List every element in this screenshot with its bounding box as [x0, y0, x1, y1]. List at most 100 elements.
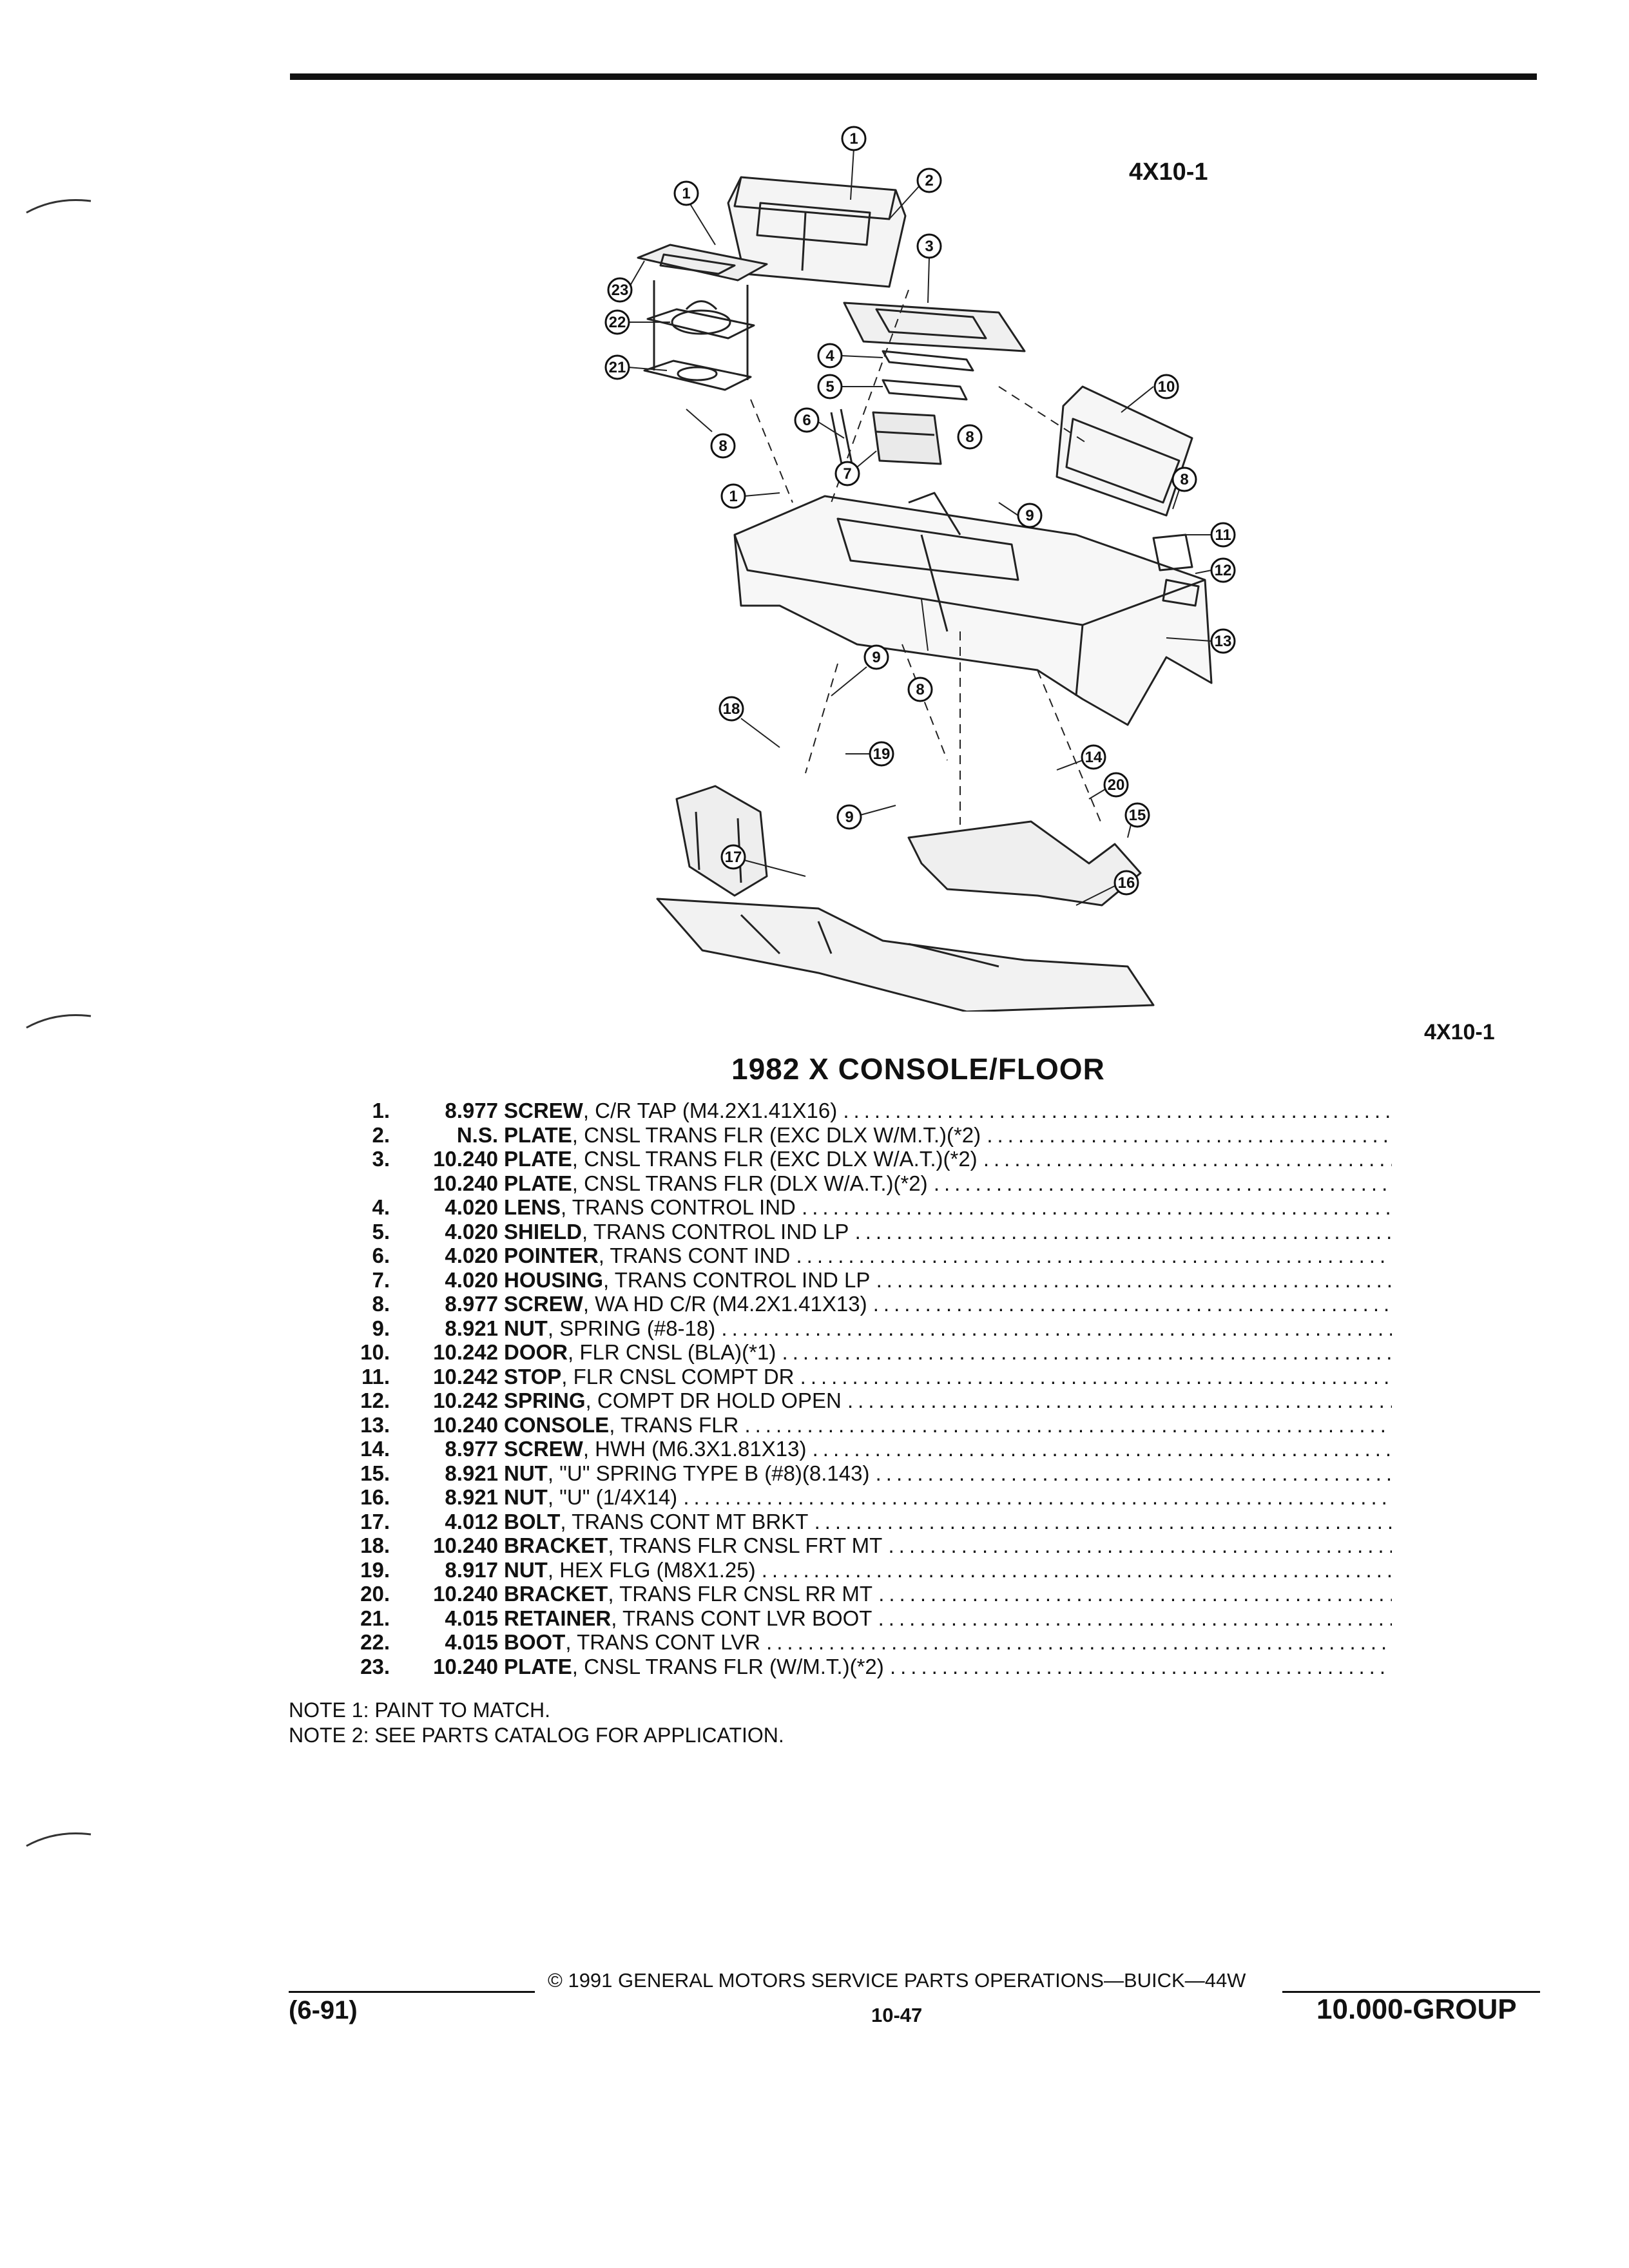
svg-text:15: 15 [1129, 807, 1146, 824]
svg-text:17: 17 [725, 849, 742, 866]
shield-part [882, 379, 968, 401]
group-number: 10.000-GROUP [1316, 1994, 1517, 2025]
part-group-code: 10.240 [433, 1533, 498, 1557]
part-number: 12. [360, 1389, 390, 1412]
svg-text:23: 23 [612, 282, 629, 299]
svg-text:7: 7 [843, 465, 851, 483]
callout-4: 4 [817, 343, 883, 369]
svg-text:9: 9 [872, 649, 880, 666]
part-description: PLATE, CNSL TRANS FLR (W/M.T.)(*2) .....… [504, 1655, 1392, 1679]
callout-16: 16 [1075, 870, 1139, 906]
part-description: BRACKET, TRANS FLR CNSL RR MT ..........… [504, 1582, 1392, 1606]
door-spring-part [1162, 579, 1200, 607]
part-description: SPRING, COMPT DR HOLD OPEN .............… [504, 1389, 1392, 1413]
part-detail: , HWH (M6.3X1.81X13) [583, 1437, 807, 1461]
part-detail: , SPRING (#8-18) [547, 1316, 716, 1340]
part-detail: , CNSL TRANS FLR (DLX W/A.T.)(*2) [572, 1171, 928, 1195]
part-name: NUT [504, 1485, 548, 1509]
part-number: 5. [372, 1219, 390, 1244]
part-group-code: 8.977 [445, 1437, 498, 1461]
callout-11: 11 [1186, 522, 1236, 548]
part-group-code: 8.917 [445, 1557, 498, 1582]
part-description: RETAINER, TRANS CONT LVR BOOT ..........… [504, 1606, 1392, 1631]
part-number: 8. [372, 1292, 390, 1316]
svg-text:1: 1 [849, 130, 858, 148]
lens-part [882, 350, 974, 372]
leader-dots: ........................................… [872, 1292, 1392, 1316]
part-number: 4. [372, 1195, 390, 1219]
svg-text:16: 16 [1118, 874, 1135, 892]
callout-14: 14 [1056, 744, 1106, 771]
callout-19: 19 [845, 741, 894, 767]
part-description: BRACKET, TRANS FLR CNSL FRT MT .........… [504, 1533, 1392, 1558]
leader-dots: ........................................… [878, 1606, 1392, 1630]
note-1: NOTE 1: PAINT TO MATCH. [289, 1698, 550, 1722]
part-number: 6. [372, 1244, 390, 1267]
part-detail: , TRANS CONTROL IND LP [603, 1267, 871, 1292]
leader-dots: ........................................… [802, 1195, 1392, 1219]
part-number: 22. [360, 1630, 390, 1654]
part-detail: , TRANS CONT LVR [565, 1630, 760, 1654]
part-group-code: 4.015 [445, 1606, 498, 1630]
part-group-code: 4.020 [445, 1244, 498, 1267]
part-group-code: 4.020 [445, 1267, 498, 1292]
part-number: 14. [360, 1437, 390, 1461]
part-description: NUT, HEX FLG (M8X1.25) .................… [504, 1558, 1392, 1582]
part-description: SCREW, WA HD C/R (M4.2X1.41X13) ........… [504, 1292, 1392, 1316]
callout-22: 22 [604, 309, 670, 335]
callout-2: 2 [889, 168, 942, 220]
part-description: DOOR, FLR CNSL (BLA)(*1) ...............… [504, 1340, 1392, 1365]
boot-assembly-part [637, 244, 768, 391]
svg-text:14: 14 [1085, 749, 1103, 766]
part-description: SHIELD, TRANS CONTROL IND LP ...........… [504, 1220, 1392, 1244]
console-body-part [733, 492, 1213, 726]
part-name: CONSOLE [504, 1412, 610, 1437]
part-detail: , TRANS FLR [609, 1412, 739, 1437]
callout-15: 15 [1124, 802, 1150, 838]
footer-rule-right [1282, 1991, 1540, 1993]
part-detail: , FLR CNSL (BLA)(*1) [568, 1340, 776, 1364]
svg-text:22: 22 [609, 314, 626, 331]
part-name: SCREW [504, 1099, 583, 1122]
part-number: 23. [360, 1654, 390, 1678]
binding-mark [26, 199, 92, 214]
callout-18: 18 [718, 696, 780, 748]
part-description: SCREW, C/R TAP (M4.2X1.41X16) ..........… [504, 1099, 1392, 1123]
leader-dots: ........................................… [889, 1654, 1392, 1678]
svg-text:5: 5 [825, 378, 834, 396]
part-group-code: 10.242 [433, 1389, 498, 1412]
part-description: PLATE, CNSL TRANS FLR (EXC DLX W/M.T.)(*… [504, 1123, 1392, 1148]
part-name: PLATE [504, 1147, 572, 1171]
part-description: NUT, "U" SPRING TYPE B (#8)(8.143) .....… [504, 1461, 1392, 1486]
callout-7: 7 [834, 450, 877, 486]
part-description: NUT, "U" (1/4X14) ......................… [504, 1485, 1392, 1510]
page-number: 10-47 [871, 2004, 923, 2026]
notes: NOTE 1: PAINT TO MATCH. NOTE 2: SEE PART… [289, 1698, 784, 1748]
svg-text:1: 1 [729, 488, 737, 505]
part-name: SHIELD [504, 1219, 583, 1244]
part-number: 19. [360, 1557, 390, 1582]
footer-rule-left [289, 1991, 535, 1993]
part-description: LENS, TRANS CONTROL IND ................… [504, 1195, 1392, 1220]
part-group-code: 8.921 [445, 1316, 498, 1340]
callout-20: 20 [1088, 772, 1129, 800]
callout-8: 8 [686, 408, 736, 459]
svg-text:21: 21 [609, 359, 626, 376]
callout-12: 12 [1195, 557, 1236, 583]
svg-text:11: 11 [1215, 526, 1231, 544]
part-number: 18. [360, 1533, 390, 1557]
part-name: HOUSING [504, 1267, 604, 1292]
part-description: NUT, SPRING (#8-18) ....................… [504, 1316, 1392, 1341]
part-detail: , TRANS CONT MT BRKT [560, 1509, 809, 1533]
part-detail: , TRANS CONT IND [598, 1244, 791, 1267]
leader-dots: ........................................… [875, 1461, 1392, 1485]
callout-8: 8 [907, 599, 933, 702]
console-plate-part [843, 302, 1026, 352]
leader-dots: ........................................… [987, 1122, 1392, 1147]
